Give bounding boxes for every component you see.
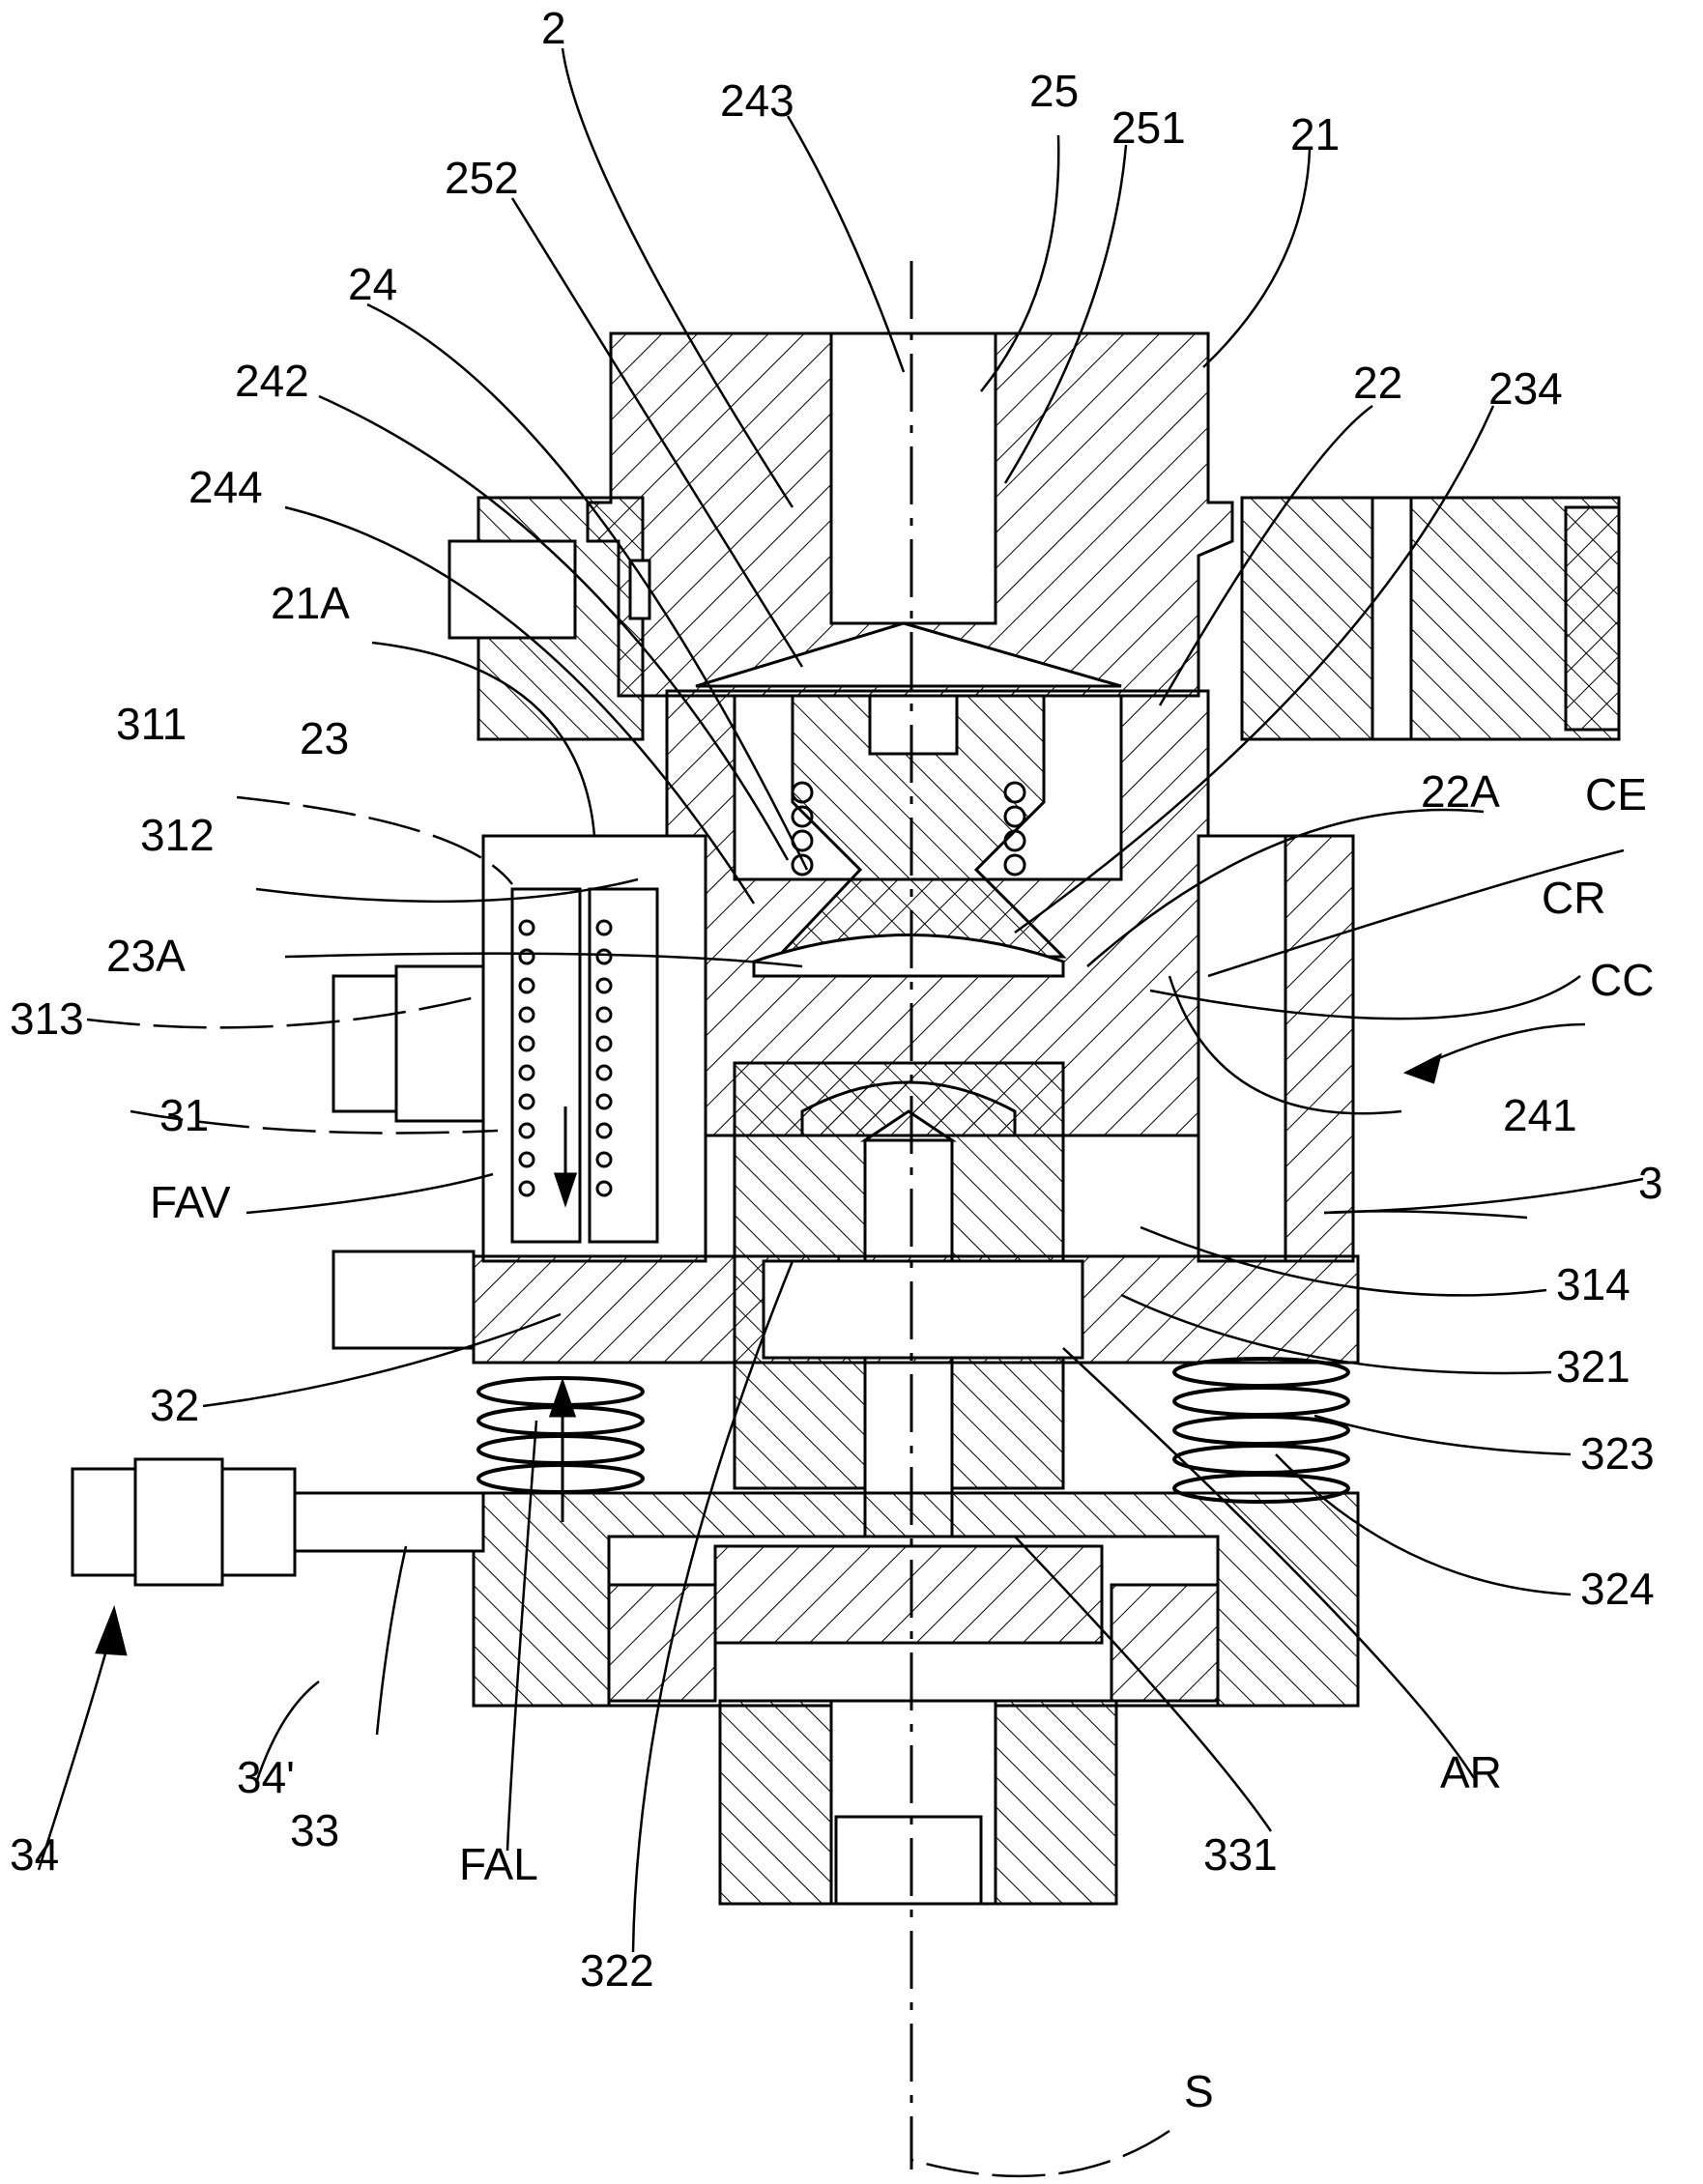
label-243: 243: [720, 75, 794, 126]
right-connector-end: [1564, 505, 1621, 732]
label-CC: CC: [1590, 955, 1654, 1005]
label-321: 321: [1556, 1341, 1631, 1392]
label-324: 324: [1580, 1564, 1655, 1614]
fitting-upper-nut: [394, 964, 485, 1123]
label-244: 244: [188, 462, 263, 512]
label-314: 314: [1556, 1259, 1631, 1309]
plate-32-window: [762, 1259, 1084, 1360]
assembly-drawing: [71, 261, 1621, 2170]
arrow-fav-head: [553, 1172, 578, 1208]
label-252: 252: [445, 153, 519, 203]
hub-331: [713, 1544, 1104, 1645]
label-CR: CR: [1542, 873, 1605, 923]
left-block-knob: [628, 559, 651, 620]
label-22A: 22A: [1421, 766, 1500, 817]
label-S: S: [1184, 2066, 1214, 2116]
label-23: 23: [300, 713, 349, 763]
label-21A: 21A: [271, 578, 350, 628]
label-25: 25: [1029, 66, 1079, 116]
label-234: 234: [1488, 363, 1563, 414]
label-322: 322: [580, 1945, 654, 1996]
label-34-prime: 34': [237, 1752, 295, 1802]
label-31: 31: [159, 1090, 209, 1140]
fitting-lower: [332, 1250, 476, 1350]
label-FAV: FAV: [150, 1177, 231, 1227]
tube-34prime: [288, 1491, 485, 1553]
right-connector: [1240, 496, 1621, 741]
right-housing-3b: [1284, 834, 1355, 1263]
label-CE: CE: [1585, 769, 1647, 819]
cap-cone: [695, 621, 1122, 688]
piston-24: [774, 694, 1067, 959]
label-FAL: FAL: [459, 1839, 538, 1889]
label-2: 2: [541, 3, 566, 53]
base-left-insert: [607, 1583, 717, 1703]
label-22: 22: [1353, 358, 1402, 408]
fitting-34-nut: [133, 1457, 224, 1587]
leader-lines: [37, 47, 1644, 2178]
label-24: 24: [348, 259, 397, 309]
label-323: 323: [1580, 1428, 1655, 1479]
right-connector-slot: [1371, 496, 1413, 741]
label-311: 311: [116, 699, 187, 749]
label-32: 32: [150, 1380, 199, 1430]
label-21: 21: [1290, 109, 1340, 159]
base-right-insert: [1110, 1583, 1220, 1703]
reference-labels: 2 243 25 251 21 252 24 22 234 242 244 21…: [10, 3, 1663, 2116]
label-242: 242: [235, 356, 309, 406]
valve-springs: [510, 887, 659, 1244]
label-3: 3: [1638, 1158, 1663, 1208]
cap-bore: [829, 331, 997, 625]
piston-top-boss: [868, 694, 959, 756]
label-251: 251: [1111, 102, 1186, 153]
piston-springs: [791, 781, 1026, 876]
label-AR: AR: [1440, 1747, 1502, 1797]
label-241: 241: [1503, 1090, 1577, 1140]
label-33: 33: [290, 1805, 339, 1855]
label-34: 34: [10, 1829, 59, 1880]
nose-cone: [800, 1080, 1017, 1137]
label-313: 313: [10, 993, 84, 1044]
diaphragm-241: [752, 934, 1065, 978]
label-23A: 23A: [106, 931, 186, 981]
label-331: 331: [1203, 1829, 1278, 1880]
label-312: 312: [140, 810, 215, 860]
nozzle-tip: [834, 1815, 983, 1906]
arrow-fal-head: [548, 1377, 577, 1418]
